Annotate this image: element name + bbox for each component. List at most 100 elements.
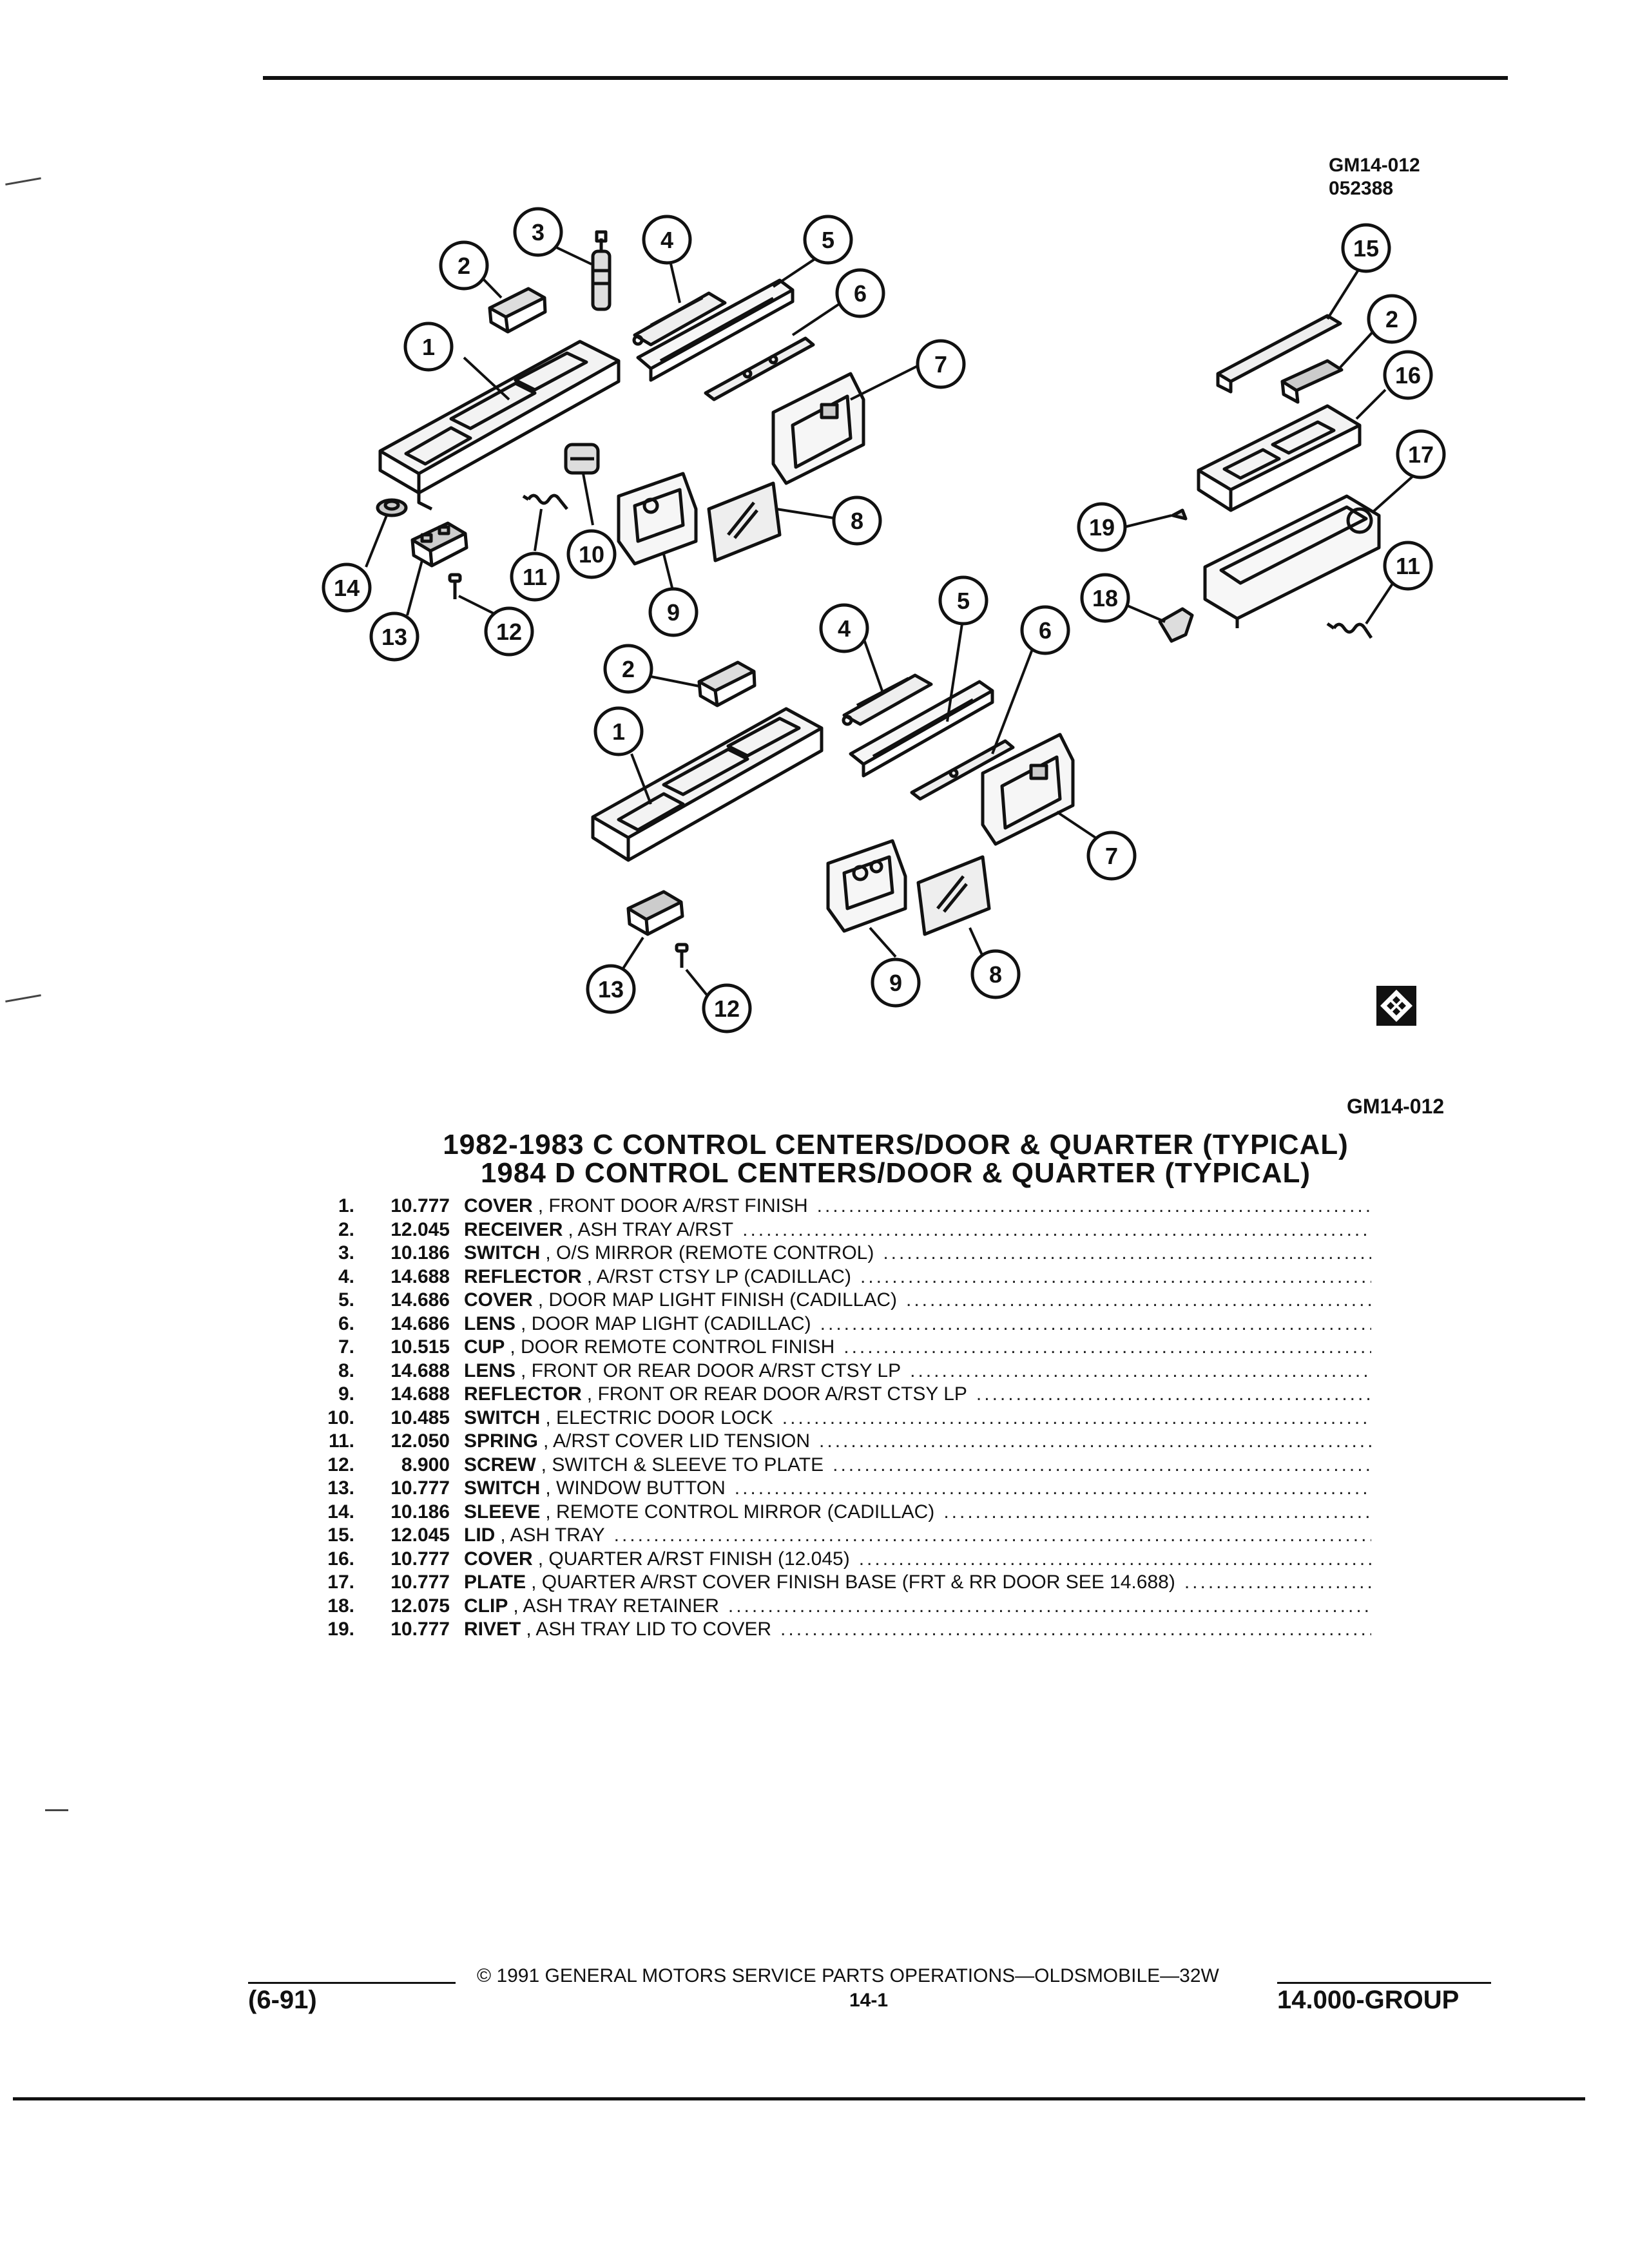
copyright-line: © 1991 GENERAL MOTORS SERVICE PARTS OPER… [477, 1965, 1219, 1986]
part-name: RIVET [464, 1619, 521, 1640]
part-name: SWITCH [464, 1477, 541, 1499]
part-number: 9. [338, 1383, 354, 1405]
part-group-code: 10.777 [390, 1195, 450, 1216]
part-name: COVER [464, 1195, 533, 1216]
part-group-code: 10.186 [390, 1501, 450, 1523]
part-lens-upper [704, 336, 815, 401]
callout-2: 2 [458, 253, 470, 279]
part-map-light-cover-lower [849, 680, 994, 778]
part-number: 14. [327, 1501, 354, 1523]
part-group-code: 10.777 [390, 1619, 450, 1640]
diagram-titles: 1982-1983 C CONTROL CENTERS/DOOR & QUART… [412, 1131, 1379, 1187]
dot-leader: ........................................… [843, 1336, 1371, 1358]
dot-leader: ........................................… [910, 1360, 1371, 1381]
dot-leader: ........................................… [782, 1407, 1371, 1428]
part-number: 1. [338, 1195, 354, 1216]
part-group-code: 14.686 [390, 1312, 450, 1334]
header-code: GM14-012 [1329, 155, 1420, 176]
part-spring-right [1326, 622, 1373, 639]
callout-10: 10 [579, 541, 604, 568]
part-lens-square-lower [916, 855, 991, 936]
part-description: , A/RST CTSY LP (CADILLAC) [586, 1265, 851, 1287]
part-description: , DOOR MAP LIGHT FINISH (CADILLAC) [537, 1289, 898, 1311]
part-number: 13. [327, 1477, 354, 1499]
part-window-switch-lower [626, 890, 684, 936]
callout-8: 8 [851, 508, 863, 534]
part-name: COVER [464, 1289, 533, 1311]
callout-11: 11 [523, 564, 547, 590]
part-group-code: 12.045 [390, 1524, 450, 1546]
part-description: , ASH TRAY LID TO COVER [526, 1619, 772, 1640]
dot-leader: ........................................… [860, 1265, 1371, 1287]
callout-3: 3 [532, 219, 545, 245]
part-reflector-upper [632, 291, 727, 347]
header-code-2: 052388 [1329, 178, 1394, 199]
part-cover-upper [378, 340, 621, 511]
callout-8: 8 [989, 961, 1002, 988]
part-name: REFLECTOR [464, 1383, 582, 1405]
dot-leader: ........................................… [728, 1595, 1371, 1617]
part-name: CLIP [464, 1595, 508, 1617]
dot-leader: ........................................… [906, 1289, 1371, 1311]
part-quarter-cover [1197, 404, 1362, 512]
part-number: 11. [328, 1430, 354, 1452]
part-name: LENS [464, 1312, 516, 1334]
callout-12: 12 [496, 619, 522, 645]
part-description: , QUARTER A/RST COVER FINISH BASE (FRT &… [531, 1571, 1175, 1593]
publisher-logo-icon [1376, 986, 1416, 1026]
dot-leader: ........................................… [819, 1430, 1371, 1452]
callout-15: 15 [1353, 235, 1379, 262]
part-group-code: 10.777 [390, 1548, 450, 1570]
dot-leader: ........................................… [943, 1501, 1371, 1523]
part-name: SPRING [464, 1430, 539, 1452]
group-number: 14.000-GROUP [1277, 1986, 1460, 2014]
part-description: , ELECTRIC DOOR LOCK [545, 1407, 773, 1428]
part-group-code: 14.686 [390, 1289, 450, 1311]
part-group-code: 14.688 [390, 1265, 450, 1287]
part-number: 8. [338, 1360, 354, 1381]
part-description: , FRONT OR REAR DOOR A/RST CTSY LP [521, 1360, 901, 1381]
callout-1: 1 [612, 718, 625, 745]
callout-7: 7 [934, 351, 947, 378]
dot-leader: ........................................… [613, 1524, 1371, 1546]
part-group-code: 14.688 [390, 1383, 450, 1405]
bottom-rule [13, 2097, 1585, 2100]
dot-leader: ........................................… [1184, 1571, 1371, 1593]
dot-leader: ........................................… [883, 1242, 1371, 1264]
part-description: , ASH TRAY A/RST [568, 1218, 734, 1240]
part-group-code: 12.045 [390, 1218, 450, 1240]
part-number: 12. [327, 1454, 354, 1475]
part-lid [1216, 314, 1342, 394]
callout-2: 2 [1385, 306, 1398, 332]
part-cup-upper [771, 372, 865, 485]
part-group-code: 10.777 [390, 1477, 450, 1499]
part-name: RECEIVER [464, 1218, 563, 1240]
part-name: SWITCH [464, 1242, 541, 1264]
dot-leader: ........................................… [858, 1548, 1371, 1570]
title-line-2: 1984 D CONTROL CENTERS/DOOR & QUARTER (T… [480, 1157, 1311, 1189]
footer-rule-right [1277, 1982, 1491, 1984]
part-number: 15. [327, 1524, 354, 1546]
callout-6: 6 [854, 280, 867, 307]
part-description: , ASH TRAY [500, 1524, 605, 1546]
part-receiver-upper [488, 287, 547, 334]
part-description: , SWITCH & SLEEVE TO PLATE [541, 1454, 824, 1475]
part-description: , FRONT OR REAR DOOR A/RST CTSY LP [586, 1383, 967, 1405]
part-lens-lower [910, 739, 1015, 801]
revision-date: (6-91) [248, 1986, 317, 2014]
callout-11: 11 [1396, 553, 1420, 579]
